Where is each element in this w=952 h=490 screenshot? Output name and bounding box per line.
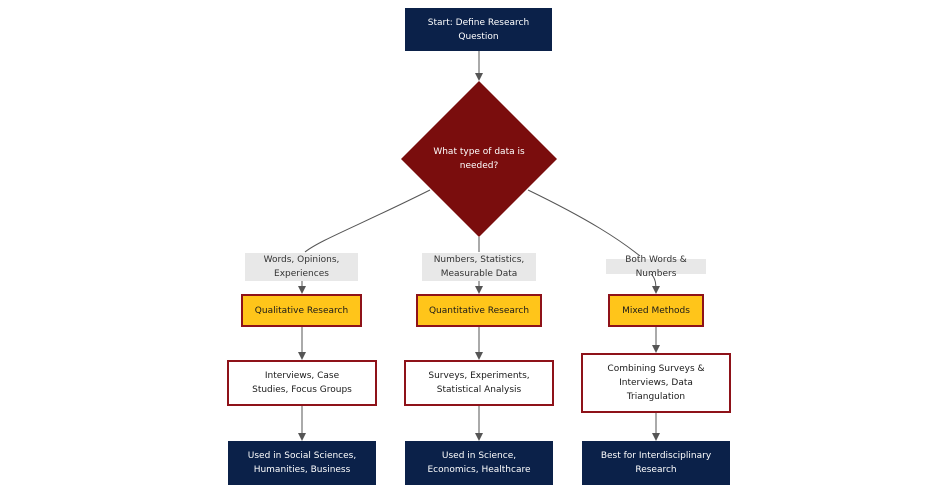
mixed-methods-text: Mixed Methods — [622, 305, 690, 316]
qualitative-usage-text: Used in Social Sciences, Humanities, Bus… — [247, 451, 357, 475]
decision-node-text-wrap: What type of data is needed? — [429, 139, 529, 179]
edge-decision-to-mixed — [527, 189, 641, 257]
qualitative-methods-text: Interviews, Case Studies, Focus Groups — [252, 371, 352, 395]
mixed-methods-node: Mixed Methods — [608, 294, 704, 327]
start-node: Start: Define Research Question — [405, 8, 552, 51]
mixed-methods-approach-node: Combining Surveys & Interviews, Data Tri… — [581, 353, 731, 413]
quantitative-research-text: Quantitative Research — [428, 305, 530, 316]
qualitative-research-text: Qualitative Research — [254, 305, 349, 316]
edge-label-quantitative-text: Numbers, Statistics, Measurable Data — [433, 255, 525, 279]
edge-decision-to-qualitative — [304, 189, 431, 253]
decision-diamond — [401, 81, 557, 237]
quantitative-usage-text: Used in Science, Economics, Healthcare — [427, 451, 531, 475]
quantitative-methods-text: Surveys, Experiments, Statistical Analys… — [428, 371, 530, 395]
mixed-usage-text: Best for Interdisciplinary Research — [600, 451, 712, 475]
edge-label-qualitative: Words, Opinions, Experiences — [245, 253, 358, 281]
qualitative-methods-node: Interviews, Case Studies, Focus Groups — [227, 360, 377, 406]
qualitative-usage-node: Used in Social Sciences, Humanities, Bus… — [228, 441, 376, 485]
quantitative-research-node: Quantitative Research — [416, 294, 542, 327]
edge-label-quantitative: Numbers, Statistics, Measurable Data — [422, 253, 536, 281]
mixed-usage-node: Best for Interdisciplinary Research — [582, 441, 730, 485]
qualitative-research-node: Qualitative Research — [241, 294, 362, 327]
decision-node-text: What type of data is needed? — [433, 147, 525, 171]
edge-label-to-mixed — [649, 272, 660, 294]
edge-label-qualitative-text: Words, Opinions, Experiences — [263, 255, 340, 279]
start-node-text: Start: Define Research Question — [427, 17, 530, 42]
quantitative-methods-node: Surveys, Experiments, Statistical Analys… — [404, 360, 554, 406]
edge-label-mixed-text: Both Words & Numbers — [625, 254, 687, 279]
mixed-methods-approach-text: Combining Surveys & Interviews, Data Tri… — [607, 364, 705, 402]
edge-label-mixed: Both Words & Numbers — [606, 255, 706, 279]
quantitative-usage-node: Used in Science, Economics, Healthcare — [405, 441, 553, 485]
